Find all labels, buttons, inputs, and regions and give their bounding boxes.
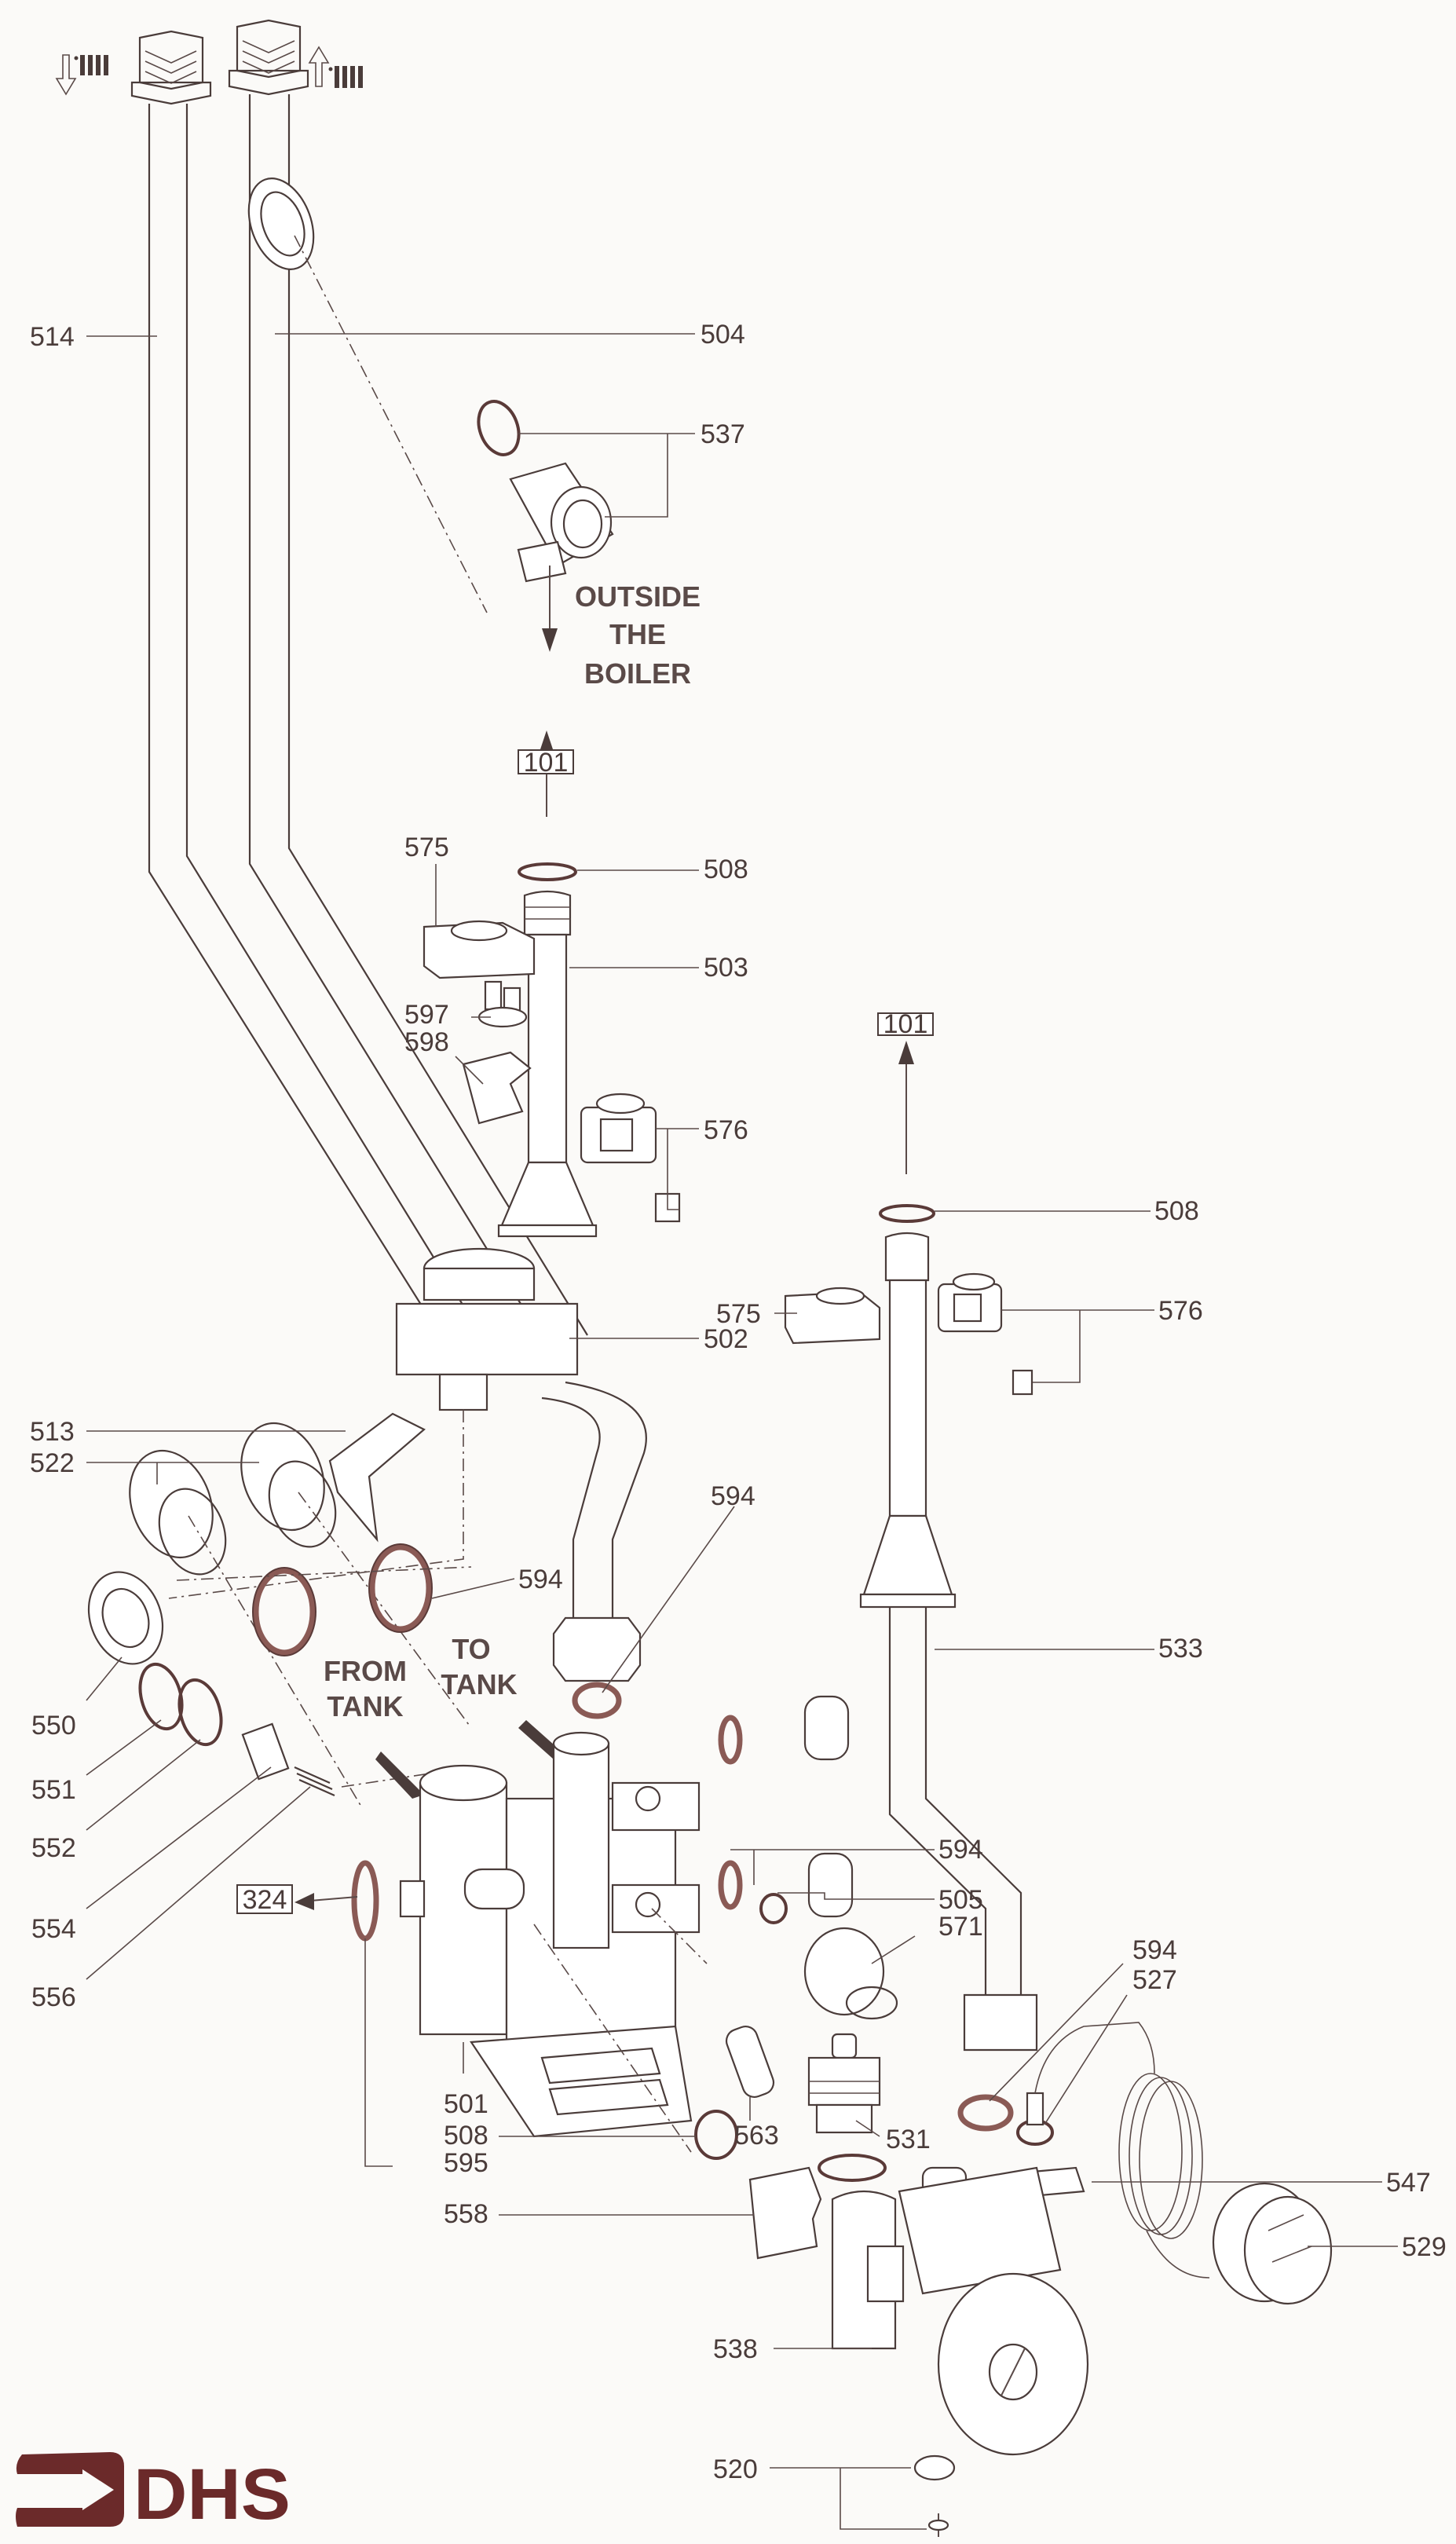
- gasket-594-a: [252, 1567, 316, 1656]
- pump-538: [831, 2166, 1089, 2456]
- to-tank-label-line2: TANK: [441, 1668, 517, 1700]
- callout-598: 598: [404, 1027, 449, 1057]
- callout-594-d: 594: [1132, 1935, 1177, 1965]
- outside-label-line1: OUTSIDE: [575, 580, 701, 613]
- ref-324: 324: [243, 1885, 287, 1915]
- pipe-ends-505: [803, 1695, 854, 1918]
- fitting-502: [395, 1247, 647, 1618]
- from-tank-arrow: [375, 1752, 424, 1799]
- callout-538: 538: [713, 2334, 758, 2364]
- oring-505: [759, 1893, 788, 1924]
- callout-594-b: 594: [711, 1481, 755, 1511]
- callout-594-c: 594: [938, 1835, 983, 1865]
- clip-513: [328, 1412, 426, 1543]
- clip-576-b: [937, 1272, 1033, 1396]
- callout-554: 554: [31, 1914, 76, 1944]
- clip-576-a: [580, 1093, 681, 1223]
- clip-575-a: [423, 920, 536, 979]
- callout-558: 558: [444, 2199, 488, 2229]
- to-tank-arrow: [518, 1720, 562, 1759]
- sensor-597: [477, 980, 528, 1028]
- callout-505: 505: [938, 1885, 983, 1915]
- callout-556: 556: [31, 1982, 76, 2012]
- pipe-514: [130, 30, 480, 1348]
- ref-101-a: 101: [524, 748, 569, 778]
- callout-533: 533: [1158, 1634, 1203, 1664]
- callout-575-b: 575: [716, 1299, 761, 1329]
- radiator-flow-down-icon: [55, 54, 108, 96]
- check-valve-insert: [247, 178, 315, 270]
- callout-576-b: 576: [1158, 1296, 1203, 1326]
- callout-531: 531: [886, 2125, 931, 2154]
- callout-552: 552: [31, 1833, 76, 1863]
- from-tank-label-line2: TANK: [327, 1690, 403, 1722]
- valve-531: [807, 2033, 887, 2182]
- callout-508-a: 508: [704, 855, 748, 884]
- to-tank-label-line1: TO: [452, 1633, 490, 1665]
- from-tank-label-line1: FROM: [324, 1655, 407, 1687]
- callout-550: 550: [31, 1711, 76, 1741]
- gasket-594-e: [957, 2094, 1014, 2132]
- drain-563: [725, 2025, 775, 2099]
- gasket-594-b: [368, 1543, 433, 1633]
- callout-501: 501: [444, 2089, 488, 2119]
- callout-571: 571: [938, 1912, 983, 1942]
- callout-547: 547: [1386, 2168, 1431, 2198]
- leader-lines: [86, 333, 1398, 2530]
- clip-598: [462, 1051, 532, 1125]
- gasket-594-d: [718, 1715, 743, 1910]
- capillary-coil: [1118, 2073, 1210, 2279]
- pipe-533: [859, 1012, 1038, 2052]
- ref-101-b: 101: [883, 1009, 928, 1039]
- air-vent-571: [803, 1927, 898, 2020]
- callout-502: 502: [704, 1324, 748, 1354]
- callout-508-c: 508: [444, 2121, 488, 2151]
- nut-594-fitting: [552, 1616, 642, 1682]
- callout-503: 503: [704, 953, 748, 983]
- arrow-logo-icon: [16, 2452, 124, 2527]
- callout-522: 522: [30, 1448, 75, 1478]
- gauge-529: [1212, 2182, 1333, 2305]
- outside-label-line2: THE: [609, 618, 666, 650]
- callout-597: 597: [404, 1000, 449, 1030]
- sensor-527: [1016, 2022, 1155, 2146]
- ref-box-101-a: 101: [518, 748, 574, 778]
- clip-558: [748, 2166, 822, 2260]
- callout-504: 504: [701, 320, 745, 350]
- gasket-595: [351, 1860, 379, 1942]
- callout-576-a: 576: [704, 1115, 748, 1145]
- callout-513: 513: [30, 1417, 75, 1447]
- callout-527: 527: [1132, 1965, 1177, 1995]
- oring-508-c: [694, 2110, 738, 2160]
- callout-594-a: 594: [518, 1565, 563, 1594]
- callout-508-b: 508: [1154, 1196, 1199, 1226]
- callout-551: 551: [31, 1775, 76, 1805]
- hydraulic-body-501: [399, 1731, 701, 2138]
- callout-595: 595: [444, 2148, 488, 2178]
- ref-arrow-324: [294, 1893, 358, 1910]
- pipe-504: [228, 19, 588, 1352]
- sleeve-522-a: [129, 1449, 227, 1576]
- dhs-logo: DHS: [16, 2452, 291, 2535]
- ref-box-324: 324: [236, 1884, 293, 1915]
- callout-537: 537: [701, 419, 745, 449]
- gasket-594-c: [572, 1682, 622, 1719]
- callout-529: 529: [1402, 2232, 1447, 2262]
- callout-575-a: 575: [404, 833, 449, 862]
- clip-575-b: [784, 1287, 881, 1345]
- outside-fitting-537: [477, 400, 614, 583]
- outside-label-line3: BOILER: [584, 657, 691, 690]
- bypass-fitting-550: [87, 1571, 335, 1797]
- logo-text: DHS: [134, 2454, 291, 2535]
- sleeve-522-b: [240, 1422, 337, 1548]
- callout-520: 520: [713, 2454, 758, 2484]
- radiator-flow-up-icon: [308, 46, 363, 88]
- callout-514: 514: [30, 322, 75, 352]
- washer-520: [913, 2454, 956, 2537]
- outside-direction-arrow: [542, 566, 558, 652]
- pipe-503: [497, 730, 598, 1238]
- callout-563: 563: [734, 2121, 779, 2151]
